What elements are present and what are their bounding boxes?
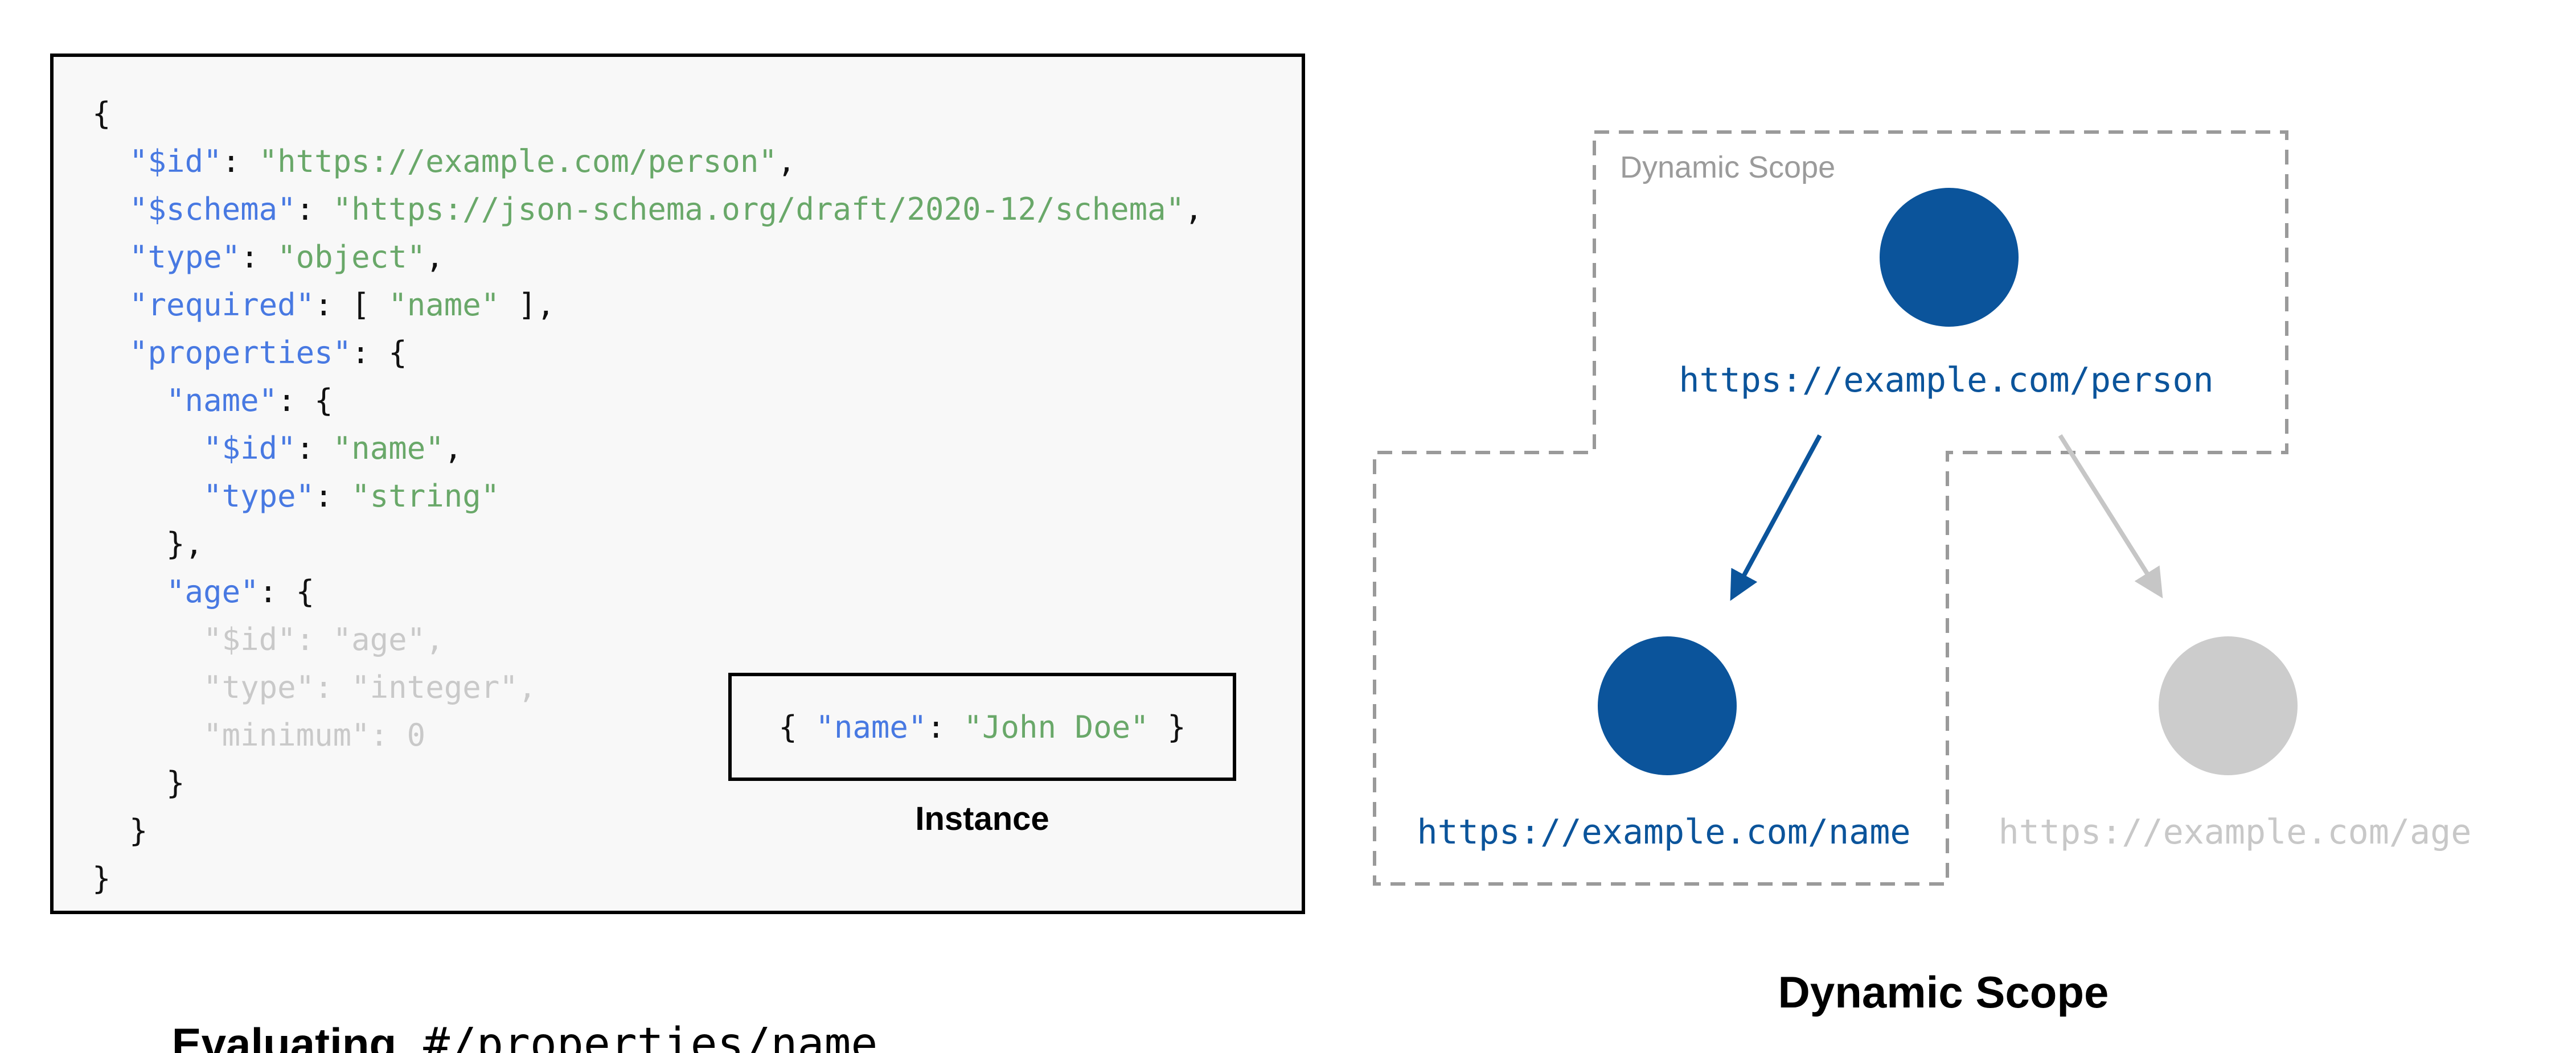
code-line: "type": "integer", [92,664,1203,711]
code-segment: "string" [351,478,500,514]
code-line: "minimum": 0 [92,711,1203,759]
code-segment: "$id" [129,143,222,179]
code-line: "age": { [92,568,1203,616]
instance-box: { "name": "John Doe" } [728,673,1236,781]
code-segment: }, [92,526,204,562]
code-segment: "name" [166,382,278,418]
schema-code: { "$id": "https://example.com/person", "… [92,90,1203,903]
code-segment: "John Doe" [963,709,1149,745]
edge-person-to-age-arrow [2058,434,2163,599]
code-segment: ], [499,287,555,323]
code-segment: } [1148,709,1186,745]
dynamic-scope-boundary [1373,130,2288,886]
code-line: "type": "object", [92,233,1203,281]
node-person-label: https://example.com/person [1679,360,2213,400]
code-segment: "type" [129,239,241,275]
code-segment: : [926,709,964,745]
code-segment: "type" [203,478,315,514]
code-segment: : { [259,574,315,610]
code-segment: "https://json-schema.org/draft/2020-12/s… [333,191,1185,227]
code-segment: "age" [166,574,259,610]
code-line: }, [92,520,1203,568]
code-segment: "name" [333,430,444,466]
code-line: } [92,759,1203,807]
code-segment: , [777,143,796,179]
code-line: "$schema": "https://json-schema.org/draf… [92,186,1203,233]
node-name-label: https://example.com/name [1417,812,1911,852]
edge-person-to-name-arrow [1730,434,1822,601]
evaluating-caption-bold: Evaluating [171,1019,397,1053]
code-segment: "object" [277,239,426,275]
evaluating-caption-pointer: #/properties/name [396,1019,878,1053]
code-segment: } [92,861,111,896]
code-segment: : [296,430,333,466]
code-segment: "required" [129,287,315,323]
evaluating-caption: Evaluating #/properties/name [122,966,878,1053]
code-segment: "type": "integer", [92,669,537,705]
code-segment: : [240,239,278,275]
code-line: "$id": "name", [92,425,1203,472]
code-segment: , [444,430,463,466]
code-segment: { [92,96,111,131]
node-person-circle [1880,188,2019,327]
code-line: "name": { [92,377,1203,425]
code-segment: , [425,239,444,275]
code-segment: : [ [314,287,389,323]
code-segment: "minimum": 0 [92,717,426,753]
node-age-circle [2159,636,2298,775]
code-segment: : [296,191,333,227]
code-segment: : [314,478,352,514]
code-line: "type": "string" [92,472,1203,520]
code-line: } [92,807,1203,855]
code-segment: : { [351,335,407,371]
code-line: "properties": { [92,329,1203,377]
code-segment: "name" [388,287,500,323]
code-segment: , [1184,191,1203,227]
instance-label: Instance [915,800,1049,837]
code-line: "$id": "age", [92,616,1203,664]
code-segment: "https://example.com/person" [259,143,777,179]
code-line: } [92,855,1203,903]
node-age-label: https://example.com/age [1999,812,2472,852]
code-segment: : [221,143,259,179]
code-line: "$id": "https://example.com/person", [92,138,1203,186]
code-segment: "$schema" [129,191,296,227]
instance-code: { "name": "John Doe" } [778,709,1186,745]
code-line: "required": [ "name" ], [92,281,1203,329]
code-segment: } [92,813,148,849]
dynamic-scope-caption: Dynamic Scope [1778,967,2109,1017]
code-segment: : { [277,382,333,418]
code-segment: { [778,709,816,745]
code-segment: "properties" [129,335,352,371]
code-line: { [92,90,1203,138]
code-segment: "$id" [203,430,296,466]
code-segment: "name" [815,709,927,745]
node-name-circle [1598,636,1737,775]
code-segment: "$id": "age", [92,622,444,657]
code-segment: } [92,765,185,801]
schema-code-panel: { "$id": "https://example.com/person", "… [50,54,1305,914]
dynamic-scope-region-label: Dynamic Scope [1620,150,1835,184]
